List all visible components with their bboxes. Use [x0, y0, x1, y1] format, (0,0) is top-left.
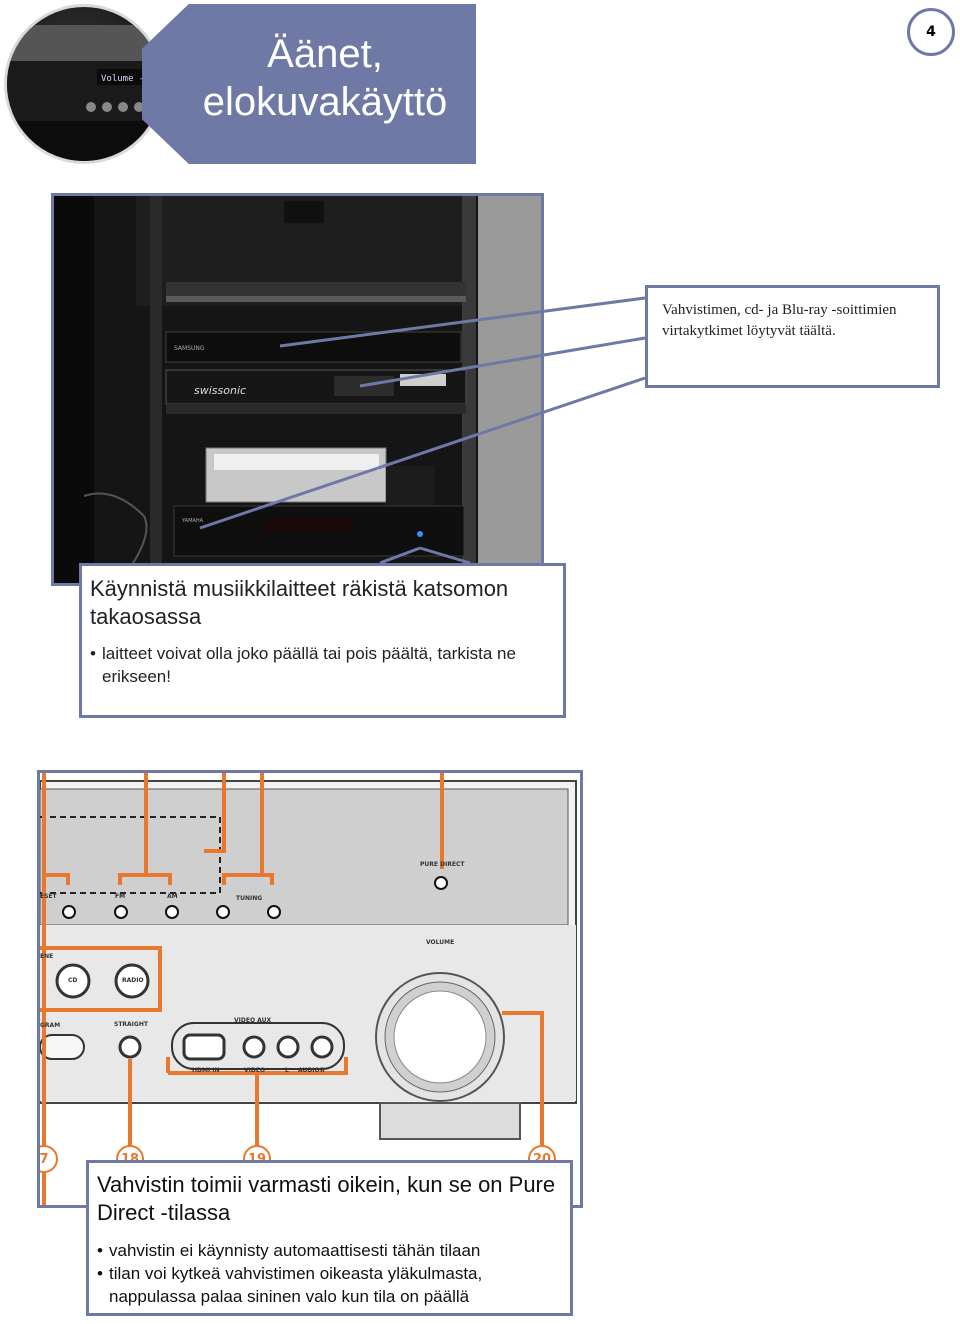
- start-equipment-bullets: laitteet voivat olla joko päällä tai poi…: [90, 642, 560, 688]
- equipment-rack-photo: SAMSUNG swissonic YAMAHA: [51, 193, 544, 586]
- label-preset: ESET: [40, 893, 57, 900]
- page-title: Äänet, elokuvakäyttö: [175, 30, 475, 126]
- label-hdmi-in: HDMI IN: [192, 1067, 220, 1074]
- label-audio: AUDIO: [298, 1067, 320, 1074]
- label-video: VIDEO: [244, 1067, 266, 1074]
- callout-number-7: 7: [40, 1145, 58, 1173]
- equipment-rack-drawing: SAMSUNG swissonic YAMAHA: [54, 196, 541, 583]
- samsung-label: SAMSUNG: [174, 345, 205, 352]
- receiver-front-panel-diagram: ESET FM AM TUNING PURE DIRECT VOLUME ENE…: [37, 770, 583, 1208]
- label-straight: STRAIGHT: [114, 1021, 148, 1028]
- power-switch-text: Vahvistimen, cd- ja Blu-ray -soittimien …: [662, 302, 897, 339]
- start-equipment-heading: Käynnistä musiikkilaitteet räkistä katso…: [90, 576, 509, 629]
- label-am: AM: [167, 893, 178, 900]
- label-scene: ENE: [40, 953, 54, 960]
- start-equipment-callout: Käynnistä musiikkilaitteet räkistä katso…: [79, 563, 566, 718]
- receiver-panel-drawing: [40, 773, 577, 1205]
- label-pure-direct: PURE DIRECT: [420, 861, 465, 868]
- yamaha-label: YAMAHA: [181, 518, 204, 524]
- label-tuning: TUNING: [236, 895, 263, 902]
- label-cd: CD: [68, 977, 78, 984]
- pure-direct-heading: Vahvistin toimii varmasti oikein, kun se…: [97, 1172, 556, 1225]
- label-program: GRAM: [40, 1022, 61, 1029]
- page-number-badge: 4: [907, 8, 955, 56]
- bullet-item: vahvistin ei käynnisty automaattisesti t…: [97, 1239, 567, 1262]
- label-audio-r: R: [320, 1067, 325, 1074]
- thumbnail-display-text: Volume -18.0dB: [101, 74, 161, 84]
- label-video-aux: VIDEO AUX: [234, 1017, 272, 1024]
- pure-direct-bullets: vahvistin ei käynnisty automaattisesti t…: [97, 1239, 567, 1308]
- swissonic-label: swissonic: [194, 384, 246, 397]
- label-fm: FM: [115, 893, 126, 900]
- power-switch-callout: Vahvistimen, cd- ja Blu-ray -soittimien …: [645, 285, 940, 388]
- label-volume: VOLUME: [426, 939, 455, 946]
- page-title-line2: elokuvakäyttö: [202, 80, 448, 124]
- label-audio-l: L: [285, 1067, 289, 1074]
- page-title-line1: Äänet,: [267, 32, 383, 76]
- bullet-item: tilan voi kytkeä vahvistimen oikeasta yl…: [97, 1262, 567, 1308]
- label-radio: RADIO: [122, 977, 144, 984]
- title-banner: [142, 4, 476, 164]
- bullet-item: laitteet voivat olla joko päällä tai poi…: [90, 642, 560, 688]
- pure-direct-callout: Vahvistin toimii varmasti oikein, kun se…: [86, 1160, 573, 1316]
